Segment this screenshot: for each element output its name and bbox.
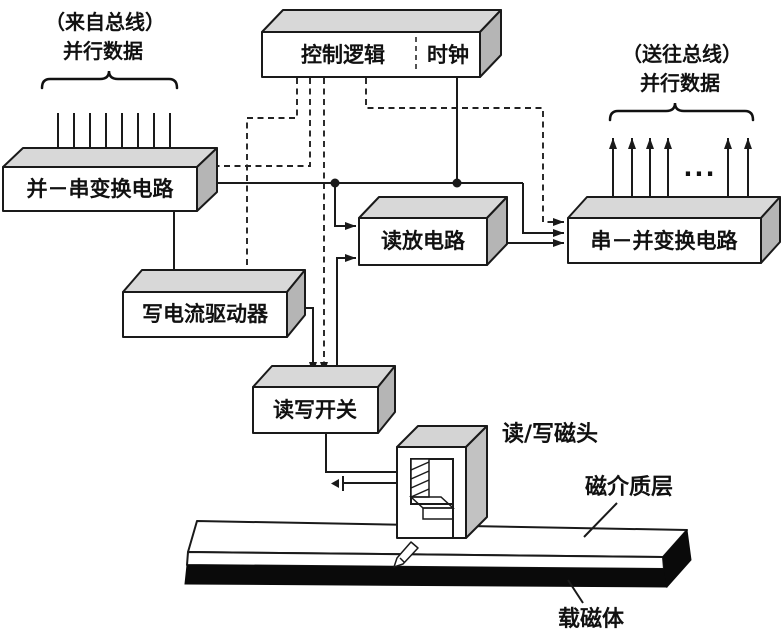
box-top-face [122,269,306,293]
carrier-callout [567,579,584,604]
parallel-output-arrows [609,138,752,207]
write-driver-label: 写电流驱动器 [142,302,269,326]
box-front-face [252,386,379,434]
carrier-band [184,564,668,588]
pen-icon [393,541,419,568]
rw-head [396,425,488,539]
clock-to-read-amp [334,183,356,230]
box-front-face [261,31,481,78]
carrier-label: 载磁体 [558,606,625,632]
box-serial-parallel: 串－并变换电路 [567,196,781,264]
head-side-face [465,425,488,539]
clock-to-serial-parallel [522,183,564,237]
brace-bus-out [608,102,755,122]
box-parallel-serial: 并－串变换电路 [2,147,218,212]
box-top-face [567,196,781,219]
box-top-face [261,9,502,33]
signal-lines [170,78,564,484]
bus-out-label-line2: 并行数据 [640,71,720,95]
box-front-face [567,217,762,264]
terminal-triangle-icon [331,479,339,488]
bus-in-label-line2: 并行数据 [63,39,143,63]
ellipsis-dots: ... [683,154,716,182]
control-line-to-serial-parallel [365,78,564,226]
junction-dot-clock [452,178,462,188]
box-front-face [122,291,288,338]
box-front-face [358,217,488,266]
junction-dot-left [330,178,340,188]
control-logic-label: 控制逻辑 [301,43,385,67]
medium-layer-callout [583,502,618,538]
serial-parallel-label: 串－并变换电路 [591,229,739,253]
parallel-serial-label: 并－串变换电路 [27,177,175,201]
box-rw-switch: 读写开关 [252,365,396,434]
box-write-driver: 写电流驱动器 [122,269,306,338]
control-line-to-write-driver [246,78,298,285]
box-top-face [358,196,508,219]
brace-bus-in [40,70,179,90]
ground-terminal [331,476,344,491]
read-amp-label: 读放电路 [381,229,466,253]
medium-layer-label: 磁介质层 [585,474,673,500]
bus-in-label-line1: （来自总线） [45,10,165,34]
box-read-amp: 读放电路 [358,196,508,266]
box-top-face [2,147,218,168]
bus-out-label-line1: （送往总线） [622,42,742,66]
box-top-face [252,365,396,388]
control-dashed-lines [206,78,564,373]
control-line-to-parallel-serial [206,78,311,170]
box-control-logic-clock: 控制逻辑 时钟 [261,9,502,78]
slab-right-end [662,528,692,589]
box-front-face [2,166,198,212]
switch-to-read-amp [336,254,356,368]
rw-head-label: 读/写磁头 [502,421,598,447]
rw-switch-label: 读写开关 [273,398,357,422]
switch-to-head-wire [325,433,411,473]
clock-label: 时钟 [427,43,469,67]
head-coil-hatching [410,458,430,498]
